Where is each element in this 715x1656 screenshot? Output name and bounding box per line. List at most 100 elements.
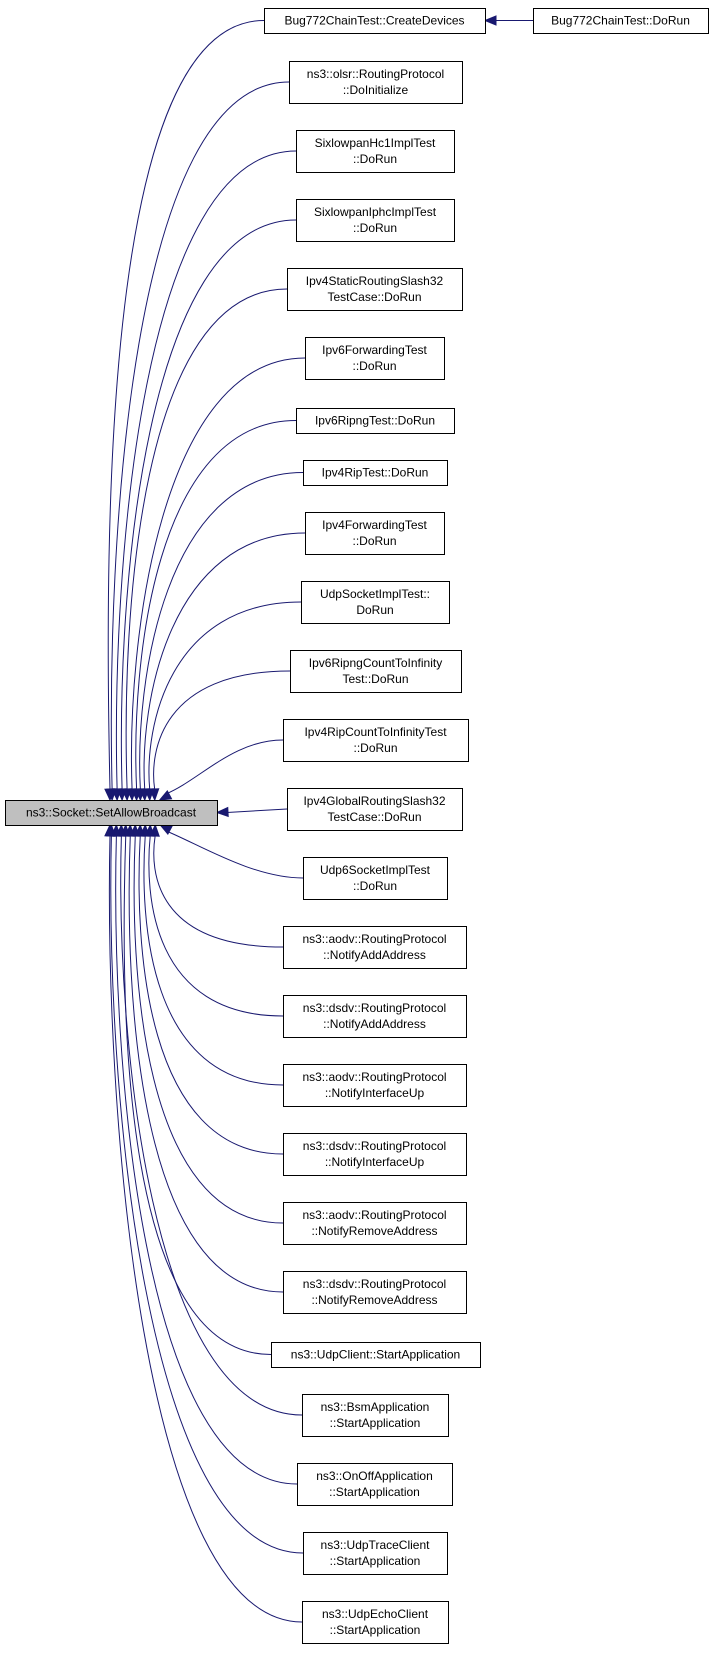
caller-node[interactable]: ns3::UdpClient::StartApplication <box>271 1342 481 1368</box>
node-box <box>290 650 462 693</box>
node-label: ns3::UdpClient::StartApplication <box>291 1348 460 1362</box>
caller-node[interactable]: Ipv4RipCountToInfinityTest::DoRun <box>283 719 469 762</box>
node-box <box>283 1064 467 1107</box>
call-edge <box>166 830 304 879</box>
caller-node[interactable]: ns3::dsdv::RoutingProtocol::NotifyAddAdd… <box>283 995 467 1038</box>
call-edge <box>165 739 284 795</box>
node-label: ns3::dsdv::RoutingProtocol <box>303 1139 446 1153</box>
call-edge <box>153 834 284 948</box>
node-box <box>296 199 455 242</box>
node-box <box>305 512 445 555</box>
caller-node[interactable]: Ipv6ForwardingTest::DoRun <box>305 337 445 380</box>
node-box <box>303 460 448 486</box>
node-box <box>271 1342 481 1368</box>
node-label: ns3::BsmApplication <box>321 1400 430 1414</box>
node-label: ns3::Socket::SetAllowBroadcast <box>26 806 197 820</box>
node-label: Bug772ChainTest::DoRun <box>551 14 690 28</box>
caller-node[interactable]: ns3::aodv::RoutingProtocol::NotifyInterf… <box>283 1064 467 1107</box>
node-label: ns3::OnOffApplication <box>316 1469 433 1483</box>
caller-node[interactable]: ns3::UdpEchoClient::StartApplication <box>302 1601 449 1644</box>
call-edge <box>226 808 288 813</box>
node-box <box>283 926 467 969</box>
node-label: Ipv4ForwardingTest <box>322 518 427 532</box>
node-label: Ipv4RipCountToInfinityTest <box>304 725 447 739</box>
node-box <box>283 1133 467 1176</box>
node-label: ::NotifyAddAddress <box>323 948 426 962</box>
node-label: ::DoRun <box>352 359 396 373</box>
caller-node[interactable]: SixlowpanHc1ImplTest::DoRun <box>296 130 455 173</box>
node-box <box>302 1601 449 1644</box>
node-label: ::NotifyRemoveAddress <box>311 1293 437 1307</box>
node-label: ::StartApplication <box>330 1554 421 1568</box>
caller-node[interactable]: ns3::UdpTraceClient::StartApplication <box>303 1532 448 1575</box>
edge-layer <box>104 15 533 1623</box>
call-edge <box>108 834 303 1623</box>
call-edge <box>120 834 303 1416</box>
caller-node[interactable]: Udp6SocketImplTest::DoRun <box>303 857 448 900</box>
caller-node[interactable]: ns3::OnOffApplication::StartApplication <box>297 1463 453 1506</box>
caller-node[interactable]: ns3::dsdv::RoutingProtocol::NotifyInterf… <box>283 1133 467 1176</box>
node-label: ns3::UdpEchoClient <box>322 1607 429 1621</box>
node-box <box>303 1532 448 1575</box>
node-label: ::DoInitialize <box>343 83 409 97</box>
node-box <box>296 408 455 434</box>
caller-node[interactable]: ns3::dsdv::RoutingProtocol::NotifyRemove… <box>283 1271 467 1314</box>
node-label: Ipv6ForwardingTest <box>322 343 427 357</box>
call-edge <box>130 357 306 791</box>
caller-node[interactable]: UdpSocketImplTest::DoRun <box>301 581 450 624</box>
call-edge <box>115 834 298 1485</box>
node-label: ns3::aodv::RoutingProtocol <box>302 1070 446 1084</box>
node-label: Bug772ChainTest::CreateDevices <box>284 14 464 28</box>
node-label: ::DoRun <box>352 534 396 548</box>
call-edge <box>107 20 265 791</box>
node-box <box>303 857 448 900</box>
caller-node[interactable]: ns3::aodv::RoutingProtocol::NotifyRemove… <box>283 1202 467 1245</box>
node-label: ::NotifyAddAddress <box>323 1017 426 1031</box>
node-label: ::StartApplication <box>330 1623 421 1637</box>
call-edge <box>143 834 284 1086</box>
node-box <box>302 1394 449 1437</box>
node-box <box>287 788 463 831</box>
caller-node[interactable]: Bug772ChainTest::CreateDevices <box>264 8 486 34</box>
caller-node[interactable]: SixlowpanIphcImplTest::DoRun <box>296 199 455 242</box>
node-label: Ipv6RipngCountToInfinity <box>309 656 442 670</box>
node-label: ns3::dsdv::RoutingProtocol <box>303 1001 446 1015</box>
caller-node[interactable]: ns3::aodv::RoutingProtocol::NotifyAddAdd… <box>283 926 467 969</box>
node-box <box>264 8 486 34</box>
caller-node[interactable]: Ipv4ForwardingTest::DoRun <box>305 512 445 555</box>
call-edge <box>120 219 297 791</box>
caller-node[interactable]: Ipv4RipTest::DoRun <box>303 460 448 486</box>
caller-node[interactable]: ns3::olsr::RoutingProtocol::DoInitialize <box>289 61 463 104</box>
node-box <box>297 1463 453 1506</box>
node-box <box>289 61 463 104</box>
node-label: UdpSocketImplTest:: <box>320 587 430 601</box>
call-edge <box>153 670 291 791</box>
call-edge <box>148 834 284 1017</box>
call-edge <box>125 288 288 791</box>
node-label: ns3::UdpTraceClient <box>321 1538 431 1552</box>
node-label: ::NotifyRemoveAddress <box>311 1224 437 1238</box>
node-box <box>5 800 218 826</box>
focus-node[interactable]: ns3::Socket::SetAllowBroadcast <box>5 800 218 826</box>
caller-node[interactable]: Ipv6RipngTest::DoRun <box>296 408 455 434</box>
node-label: Test::DoRun <box>342 672 408 686</box>
arrowhead <box>483 15 497 26</box>
arrowhead <box>104 823 115 837</box>
second-level-caller-node[interactable]: Bug772ChainTest::DoRun <box>533 8 709 34</box>
node-label: ns3::olsr::RoutingProtocol <box>307 67 444 81</box>
call-edge <box>135 420 297 791</box>
call-edge <box>115 150 297 791</box>
node-label: Ipv4StaticRoutingSlash32 <box>306 274 444 288</box>
node-label: ns3::aodv::RoutingProtocol <box>302 1208 446 1222</box>
caller-node[interactable]: ns3::BsmApplication::StartApplication <box>302 1394 449 1437</box>
call-edge <box>110 834 304 1554</box>
node-label: ::DoRun <box>353 741 397 755</box>
arrowhead <box>215 806 229 818</box>
node-box <box>283 1202 467 1245</box>
node-label: ::NotifyInterfaceUp <box>325 1155 425 1169</box>
call-edge <box>133 834 284 1224</box>
arrowhead <box>158 789 173 801</box>
